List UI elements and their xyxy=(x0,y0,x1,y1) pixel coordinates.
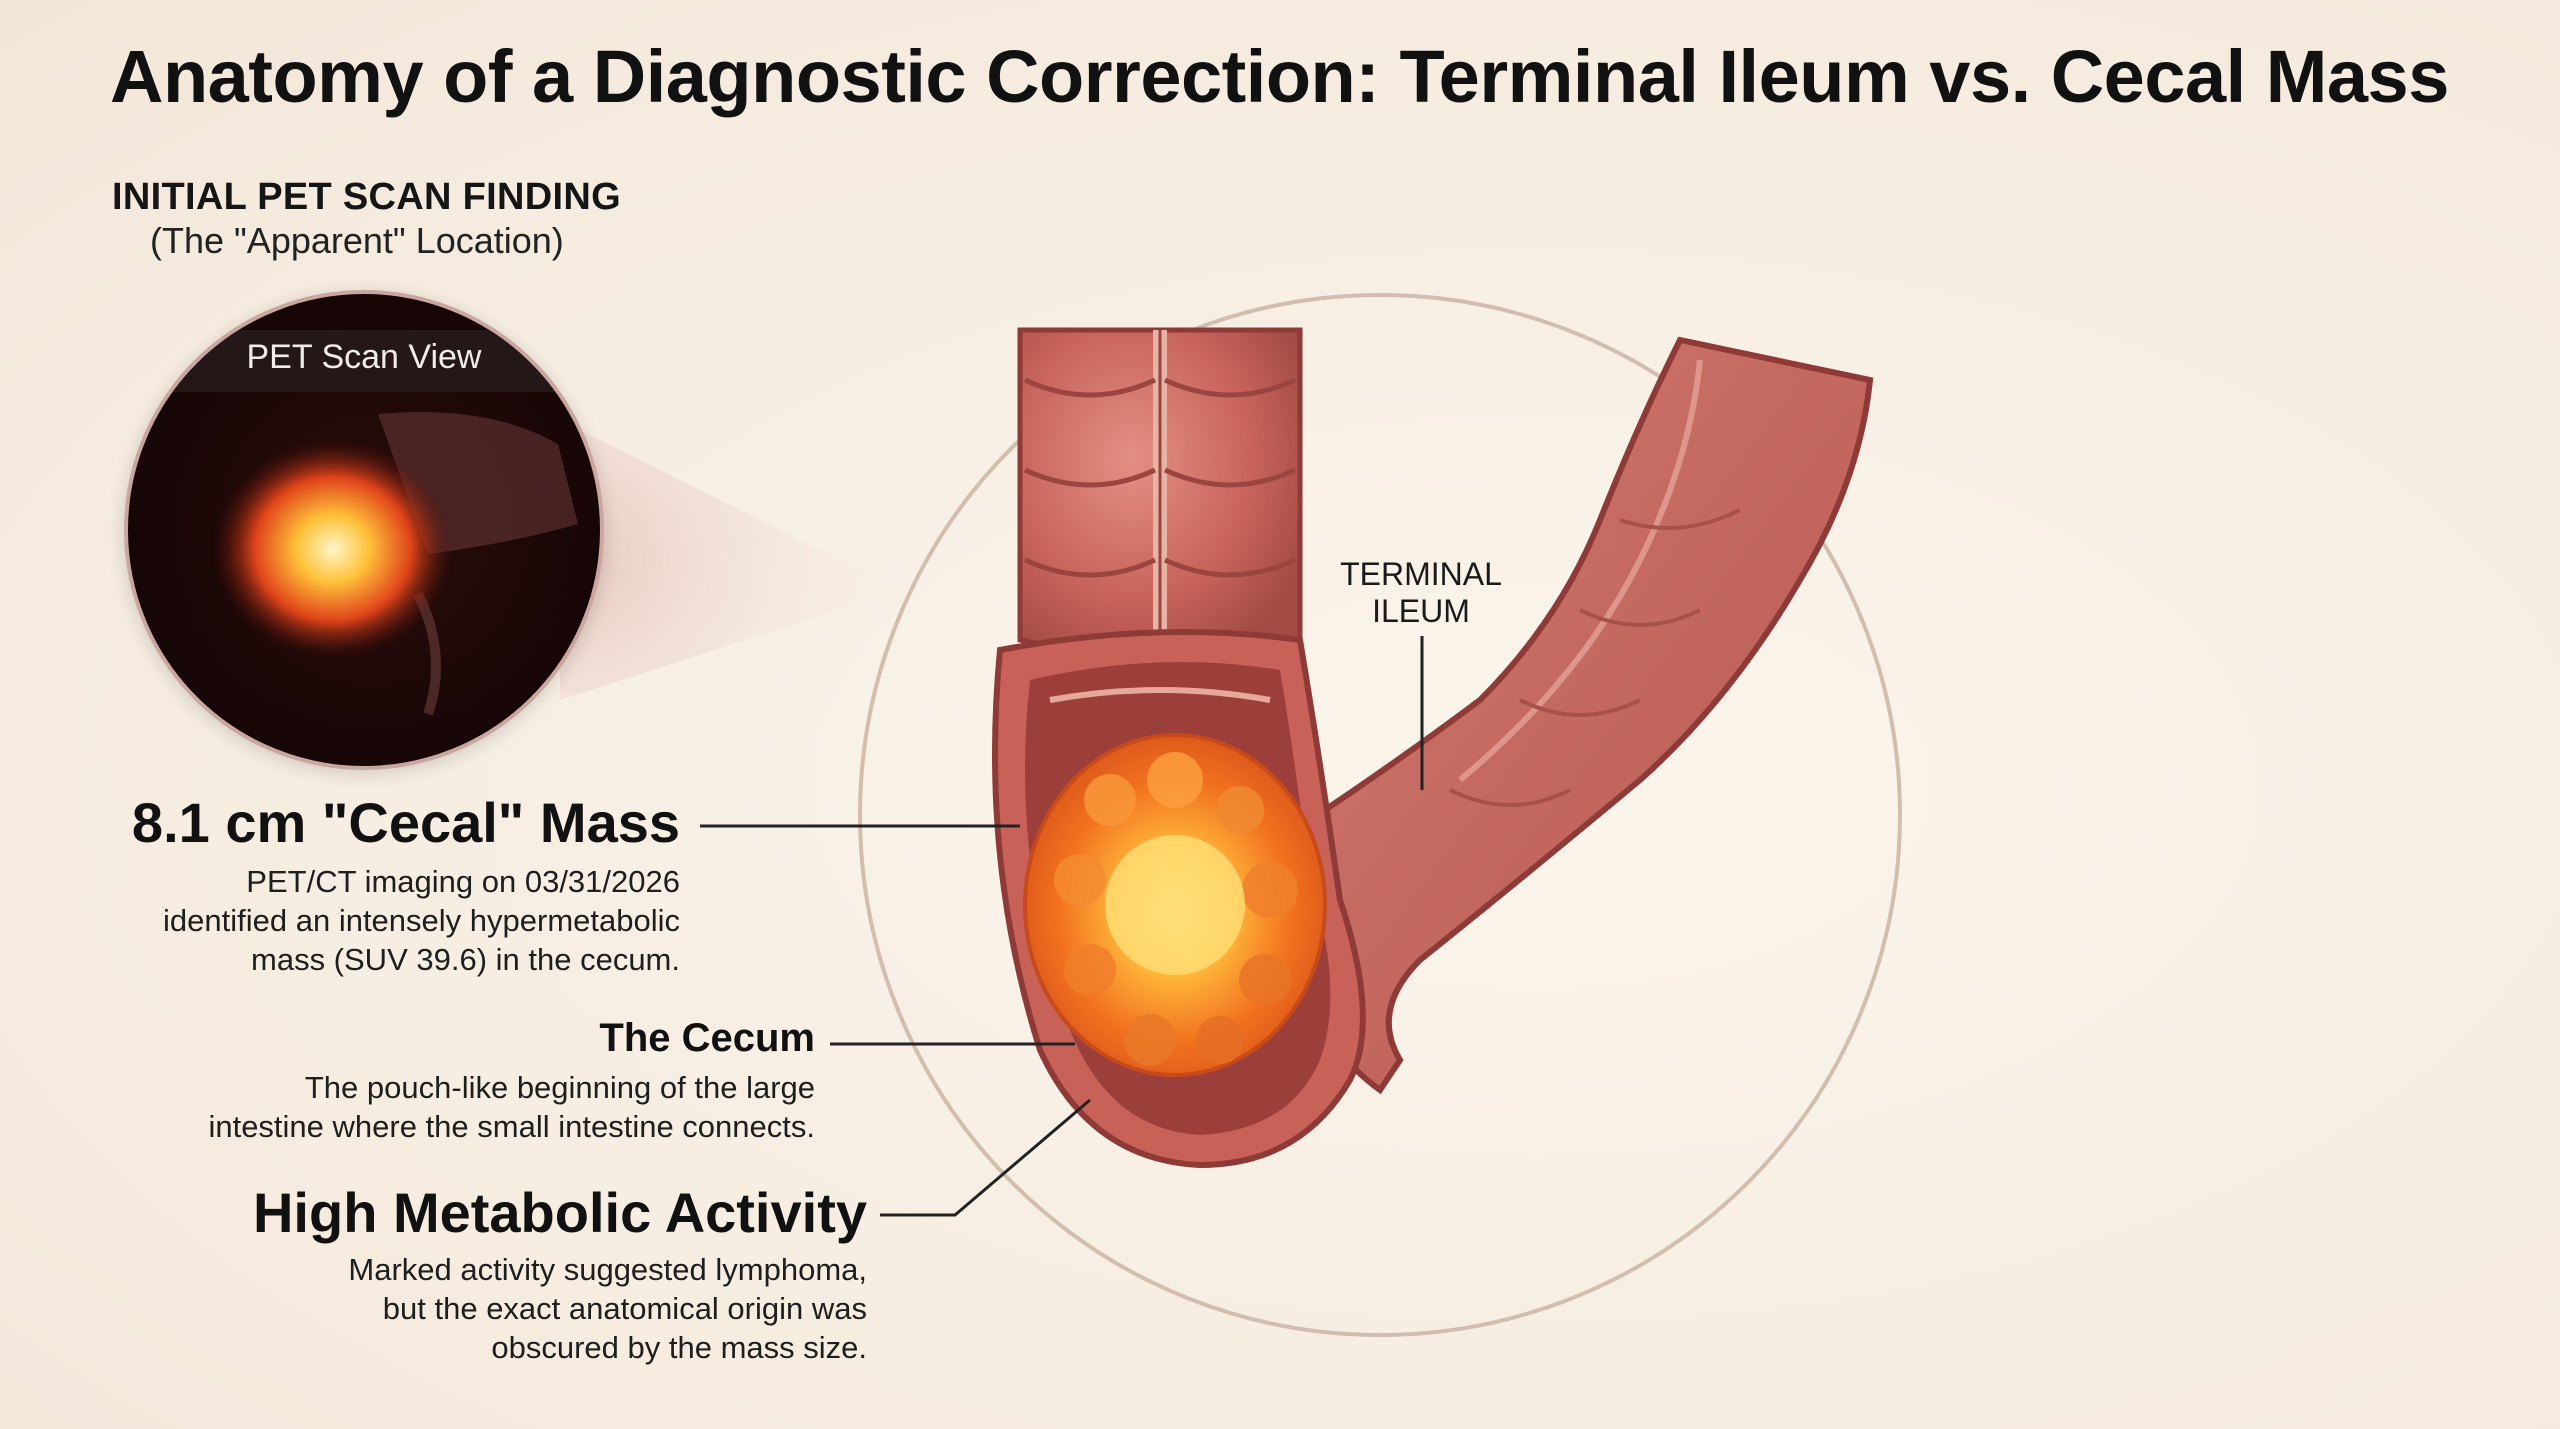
cecal-mass-description: PET/CT imaging on 03/31/2026 identified … xyxy=(60,862,680,979)
pet-scan-view-label: PET Scan View xyxy=(246,338,482,376)
cecal-mass-line2: identified an intensely hypermetabolic xyxy=(163,903,680,938)
terminal-ileum-label-line2: ILEUM xyxy=(1372,593,1470,629)
cecum-line1: The pouch-like beginning of the large xyxy=(304,1070,815,1105)
terminal-ileum-label-line1: TERMINAL xyxy=(1340,556,1502,592)
projection-cone xyxy=(560,420,900,700)
cecal-mass-line3: mass (SUV 39.6) in the cecum. xyxy=(251,942,680,977)
cecum-line2: intestine where the small intestine conn… xyxy=(208,1109,815,1144)
terminal-ileum-label: TERMINAL ILEUM xyxy=(1306,556,1536,630)
focus-circle xyxy=(858,293,1902,1337)
metabolic-heading: High Metabolic Activity xyxy=(252,1181,867,1244)
ascending-colon xyxy=(1017,327,1303,658)
metabolic-line3: obscured by the mass size. xyxy=(491,1330,867,1365)
pet-scan-image: PET Scan View xyxy=(124,290,604,770)
page-title: Anatomy of a Diagnostic Correction: Term… xyxy=(110,35,2449,118)
cecal-mass-line1: PET/CT imaging on 03/31/2026 xyxy=(246,864,680,899)
metabolic-description: Marked activity suggested lymphoma, but … xyxy=(247,1250,867,1367)
pet-label-band xyxy=(128,330,600,392)
metabolic-line2: but the exact anatomical origin was xyxy=(382,1291,867,1326)
cecum-heading: The Cecum xyxy=(599,1016,815,1060)
pet-panel-subheading: (The "Apparent" Location) xyxy=(150,220,564,261)
cecal-mass-heading: 8.1 cm "Cecal" Mass xyxy=(131,791,680,854)
pet-scan-graphic xyxy=(213,412,578,716)
metabolic-leader xyxy=(880,1098,1091,1217)
metabolic-line1: Marked activity suggested lymphoma, xyxy=(348,1252,867,1287)
cecum-description: The pouch-like beginning of the large in… xyxy=(95,1068,815,1146)
pet-panel-heading: INITIAL PET SCAN FINDING xyxy=(112,176,621,218)
tumor-mass xyxy=(1023,733,1327,1077)
